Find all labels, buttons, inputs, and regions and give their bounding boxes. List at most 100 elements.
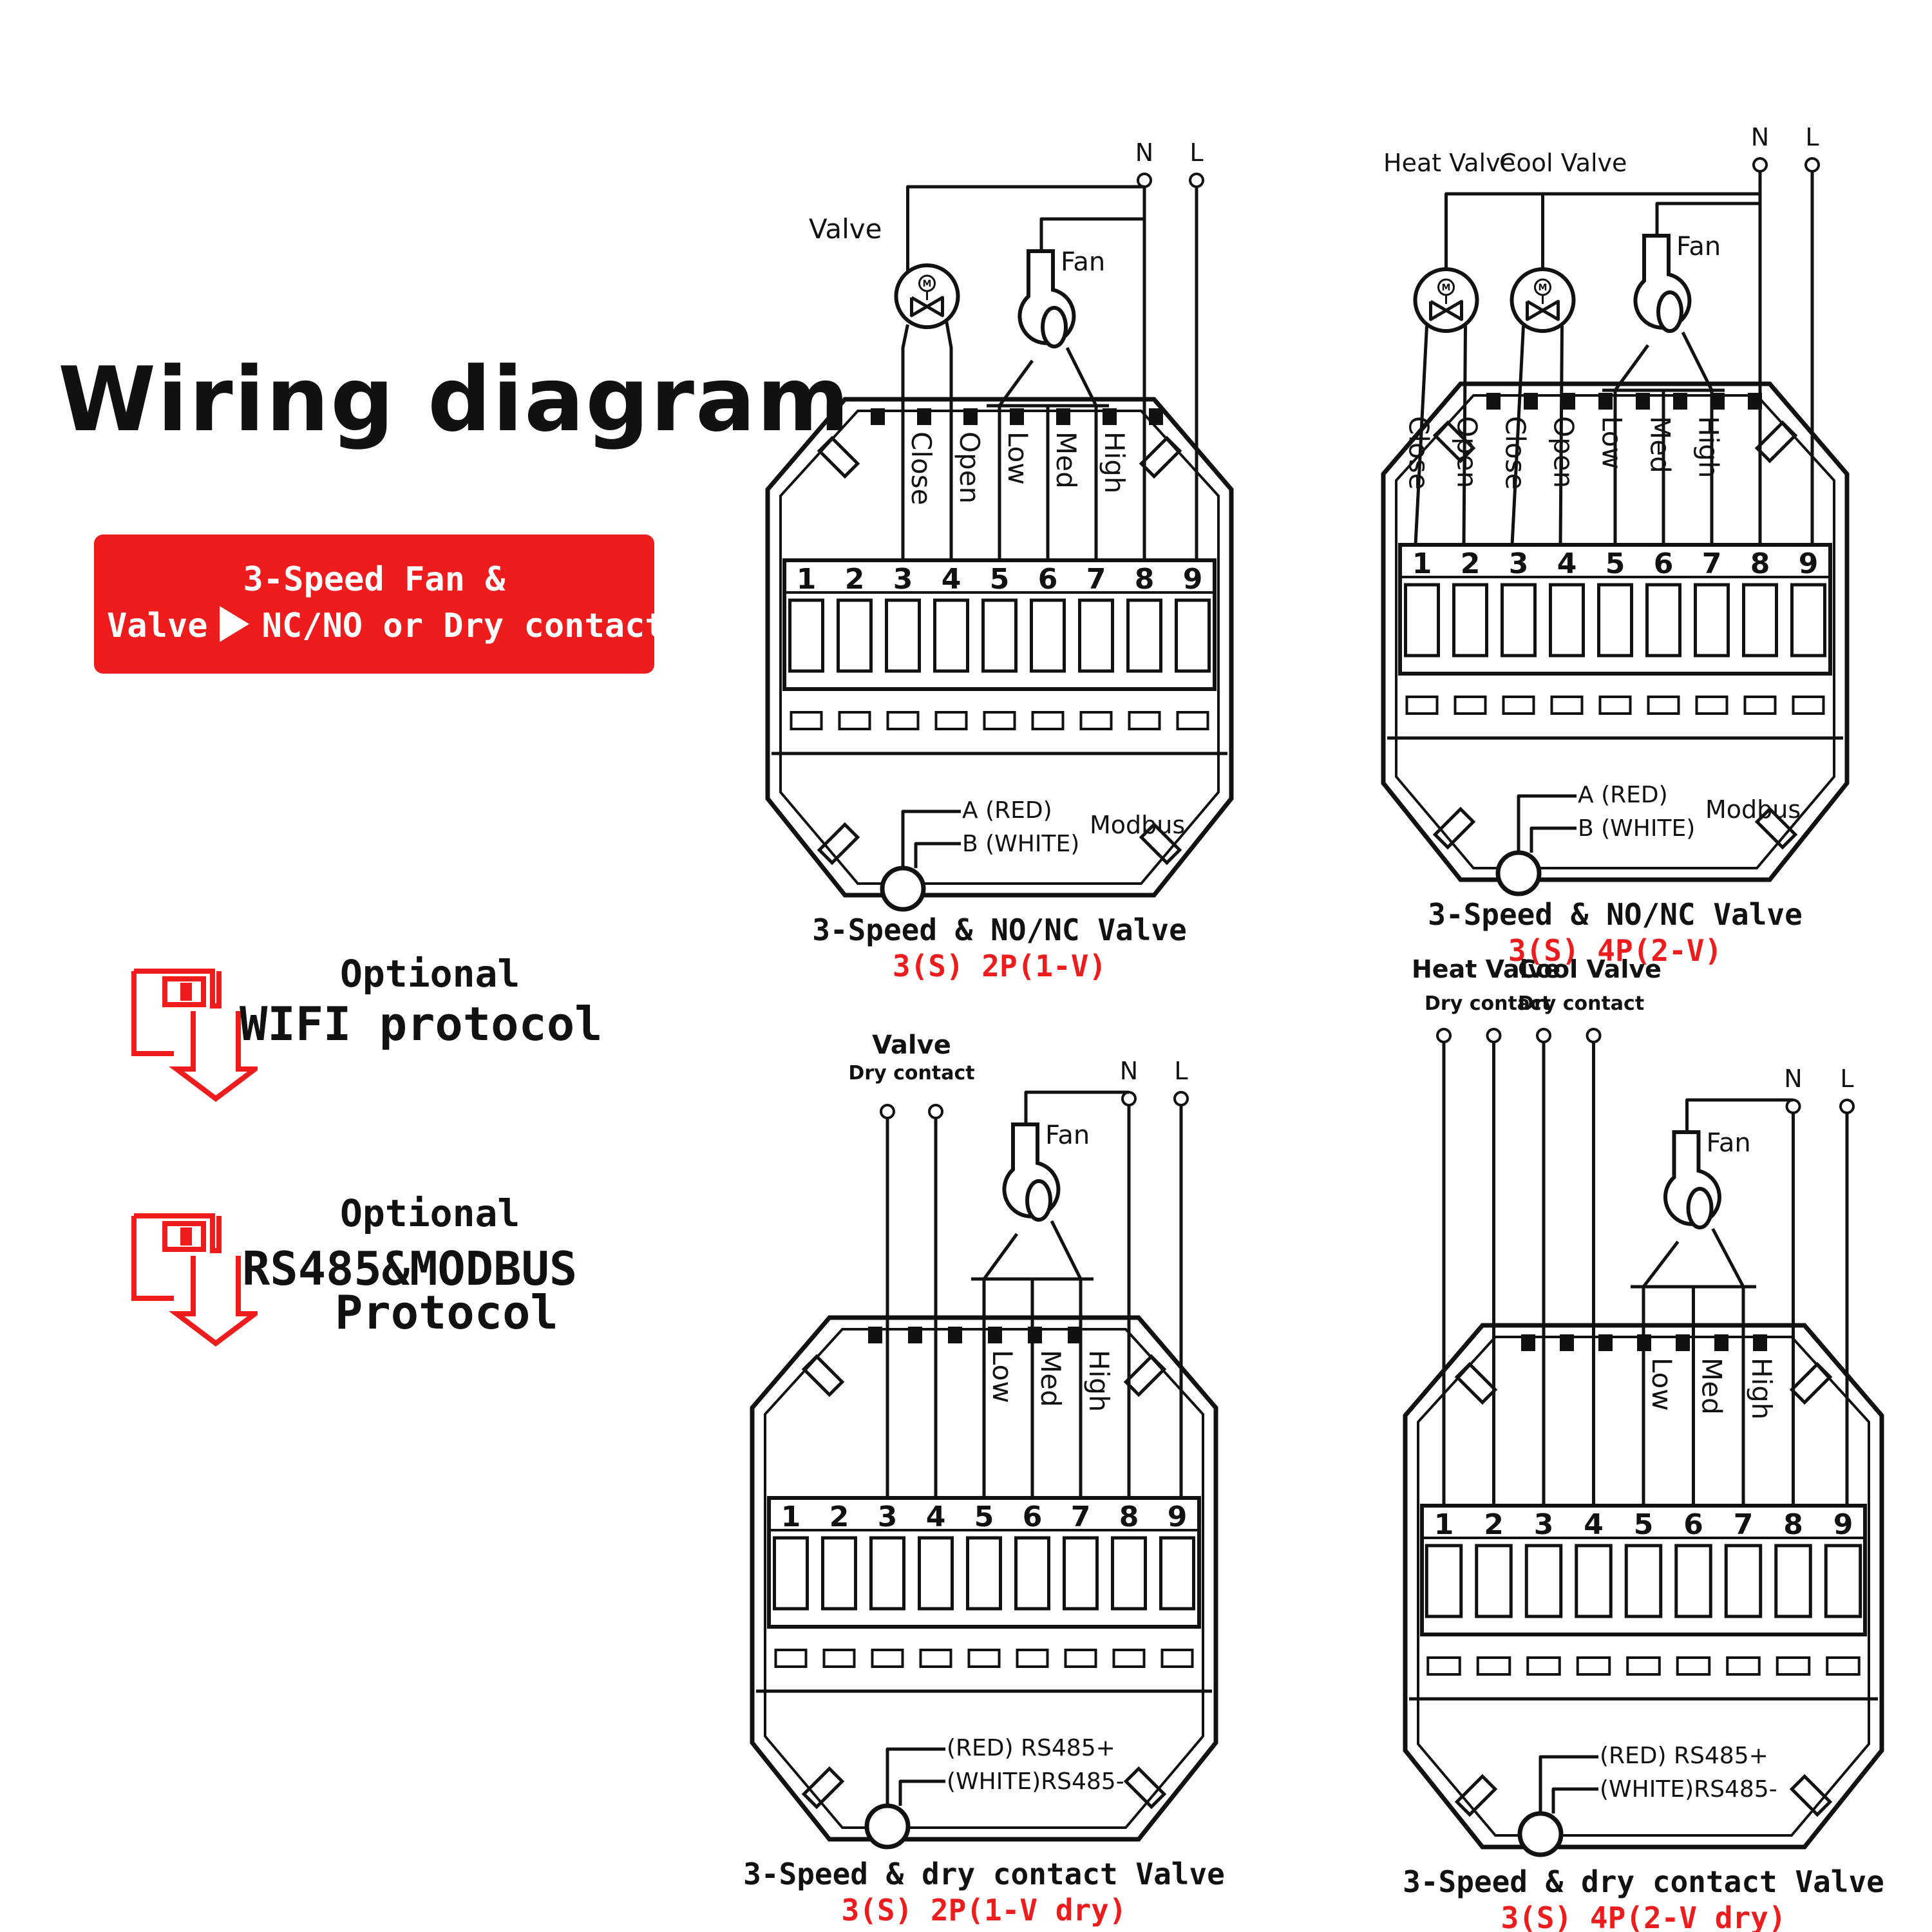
terminal-screw <box>1111 1536 1147 1611</box>
terminal-screw <box>1014 1536 1050 1611</box>
terminal-number: 7 <box>1702 547 1722 580</box>
wire-label-med: Med <box>1035 1350 1066 1407</box>
terminal-slot <box>983 711 1016 730</box>
bus-label-a: (RED) RS485+ <box>1600 1743 1768 1769</box>
terminal-number: 8 <box>1750 547 1770 580</box>
terminal-number: 5 <box>974 1501 994 1533</box>
connector-tab <box>1486 393 1501 410</box>
terminal-number: 9 <box>1168 1501 1188 1533</box>
terminal-screw <box>1575 1544 1613 1618</box>
bus-wire-a <box>1517 794 1577 853</box>
wire-label-open: Open <box>954 431 985 504</box>
diagram-code: 3(S) 2P(1-V dry) <box>841 1893 1126 1927</box>
terminal-screw <box>1475 1544 1513 1618</box>
mounting-clip <box>801 1766 845 1810</box>
terminal-screw <box>821 1536 857 1611</box>
terminal-slot <box>919 1649 952 1668</box>
terminal-number: 4 <box>1557 547 1577 580</box>
terminal-number: 7 <box>1734 1508 1754 1541</box>
terminal-screw <box>1674 1544 1712 1618</box>
thermostat-housing <box>750 1315 1218 1842</box>
bus-cable-end <box>864 1803 911 1850</box>
heat-valve-label: Heat Valve <box>1412 955 1560 983</box>
terminal-slot <box>1576 1656 1611 1676</box>
bus-wire-b <box>1530 826 1577 853</box>
bus-label-b: (WHITE)RS485- <box>1600 1776 1777 1803</box>
terminal-number: 1 <box>781 1501 801 1533</box>
mounting-clip <box>817 435 860 479</box>
terminal-slot <box>1647 696 1680 715</box>
wire-label-med: Med <box>1645 416 1676 473</box>
bus-cable-end <box>1517 1811 1564 1857</box>
cool-valve-label: Cool Valve <box>1518 955 1662 983</box>
connector-tab <box>1636 393 1650 410</box>
diagram-code: 3(S) 2P(1-V) <box>893 949 1106 983</box>
badge-valve: Valve <box>107 607 208 645</box>
neutral-terminal <box>1137 173 1152 188</box>
terminal-screw <box>1175 598 1211 673</box>
bus-wire-b <box>914 842 961 868</box>
terminal-slot <box>1695 696 1728 715</box>
terminal-slot <box>1550 696 1584 715</box>
terminal-screw <box>1742 583 1778 658</box>
mounting-clip <box>1123 1766 1167 1810</box>
connector-tab <box>1710 393 1725 410</box>
neutral-label: N <box>1135 138 1153 167</box>
connector-tab <box>1010 408 1024 425</box>
wire-label-low: Low <box>1646 1358 1678 1411</box>
fan-hub <box>1025 1179 1052 1222</box>
motor-letter: M <box>1539 283 1548 293</box>
wire-label-high: High <box>1099 431 1130 494</box>
heat-valve-label: Heat Valve <box>1383 149 1515 177</box>
fan-neutral-wire <box>1685 1098 1794 1132</box>
valve-body <box>1526 299 1560 321</box>
mounting-clip <box>1139 822 1182 866</box>
terminal-slot <box>871 1649 904 1668</box>
terminal-screw <box>1404 583 1440 658</box>
bus-label-a: A (RED) <box>962 797 1052 824</box>
terminal-slot <box>1031 711 1065 730</box>
terminal-number: 4 <box>1584 1508 1604 1541</box>
connector-tab <box>1714 1334 1728 1351</box>
valve-close-wire <box>901 324 909 560</box>
terminal-number: 2 <box>1484 1508 1504 1541</box>
terminal-screw <box>966 1536 1002 1611</box>
terminal-screw <box>1159 1536 1195 1611</box>
bus-label-b: B (WHITE) <box>1578 815 1695 842</box>
wire-label-low: Low <box>1002 431 1034 485</box>
arrow-right-icon <box>219 606 249 642</box>
connector-tab <box>908 1327 922 1343</box>
connector-tab <box>948 1327 962 1343</box>
terminal-slot <box>774 1649 808 1668</box>
cool-valve-label: Cool Valve <box>1499 149 1627 177</box>
terminal-number: 5 <box>990 563 1010 596</box>
terminal-number: 3 <box>878 1501 898 1533</box>
terminal-slot <box>1079 711 1113 730</box>
live-label: L <box>1840 1065 1853 1093</box>
terminal-number: 3 <box>1509 547 1529 580</box>
fan-label: Fan <box>1676 232 1721 261</box>
diagram-caption: 3-Speed & dry contact Valve <box>743 1857 1225 1891</box>
option-wifi-label: Optional <box>340 952 520 996</box>
mounting-clip <box>1789 1774 1833 1817</box>
dry-contact-terminal <box>880 1104 895 1119</box>
terminal-screw <box>773 1536 809 1611</box>
bus-label-a: A (RED) <box>1578 782 1668 808</box>
valve-body <box>910 296 944 317</box>
terminal-screw <box>837 598 873 673</box>
thermostat-housing <box>1381 381 1850 882</box>
connector-tab <box>1676 1334 1690 1351</box>
connector-tab <box>1673 393 1687 410</box>
neutral-label: N <box>1784 1065 1802 1093</box>
terminal-number: 1 <box>1434 1508 1454 1541</box>
terminal-screw <box>1645 583 1681 658</box>
wire-label-low: Low <box>987 1350 1018 1403</box>
bus-label-b: (WHITE)RS485- <box>947 1768 1124 1795</box>
option-rs485-label: Optional <box>340 1191 520 1235</box>
valve-wire <box>1462 325 1467 545</box>
connector-tab <box>988 1327 1002 1343</box>
terminal-slot <box>967 1649 1001 1668</box>
wire-label-low: Low <box>1596 416 1628 469</box>
